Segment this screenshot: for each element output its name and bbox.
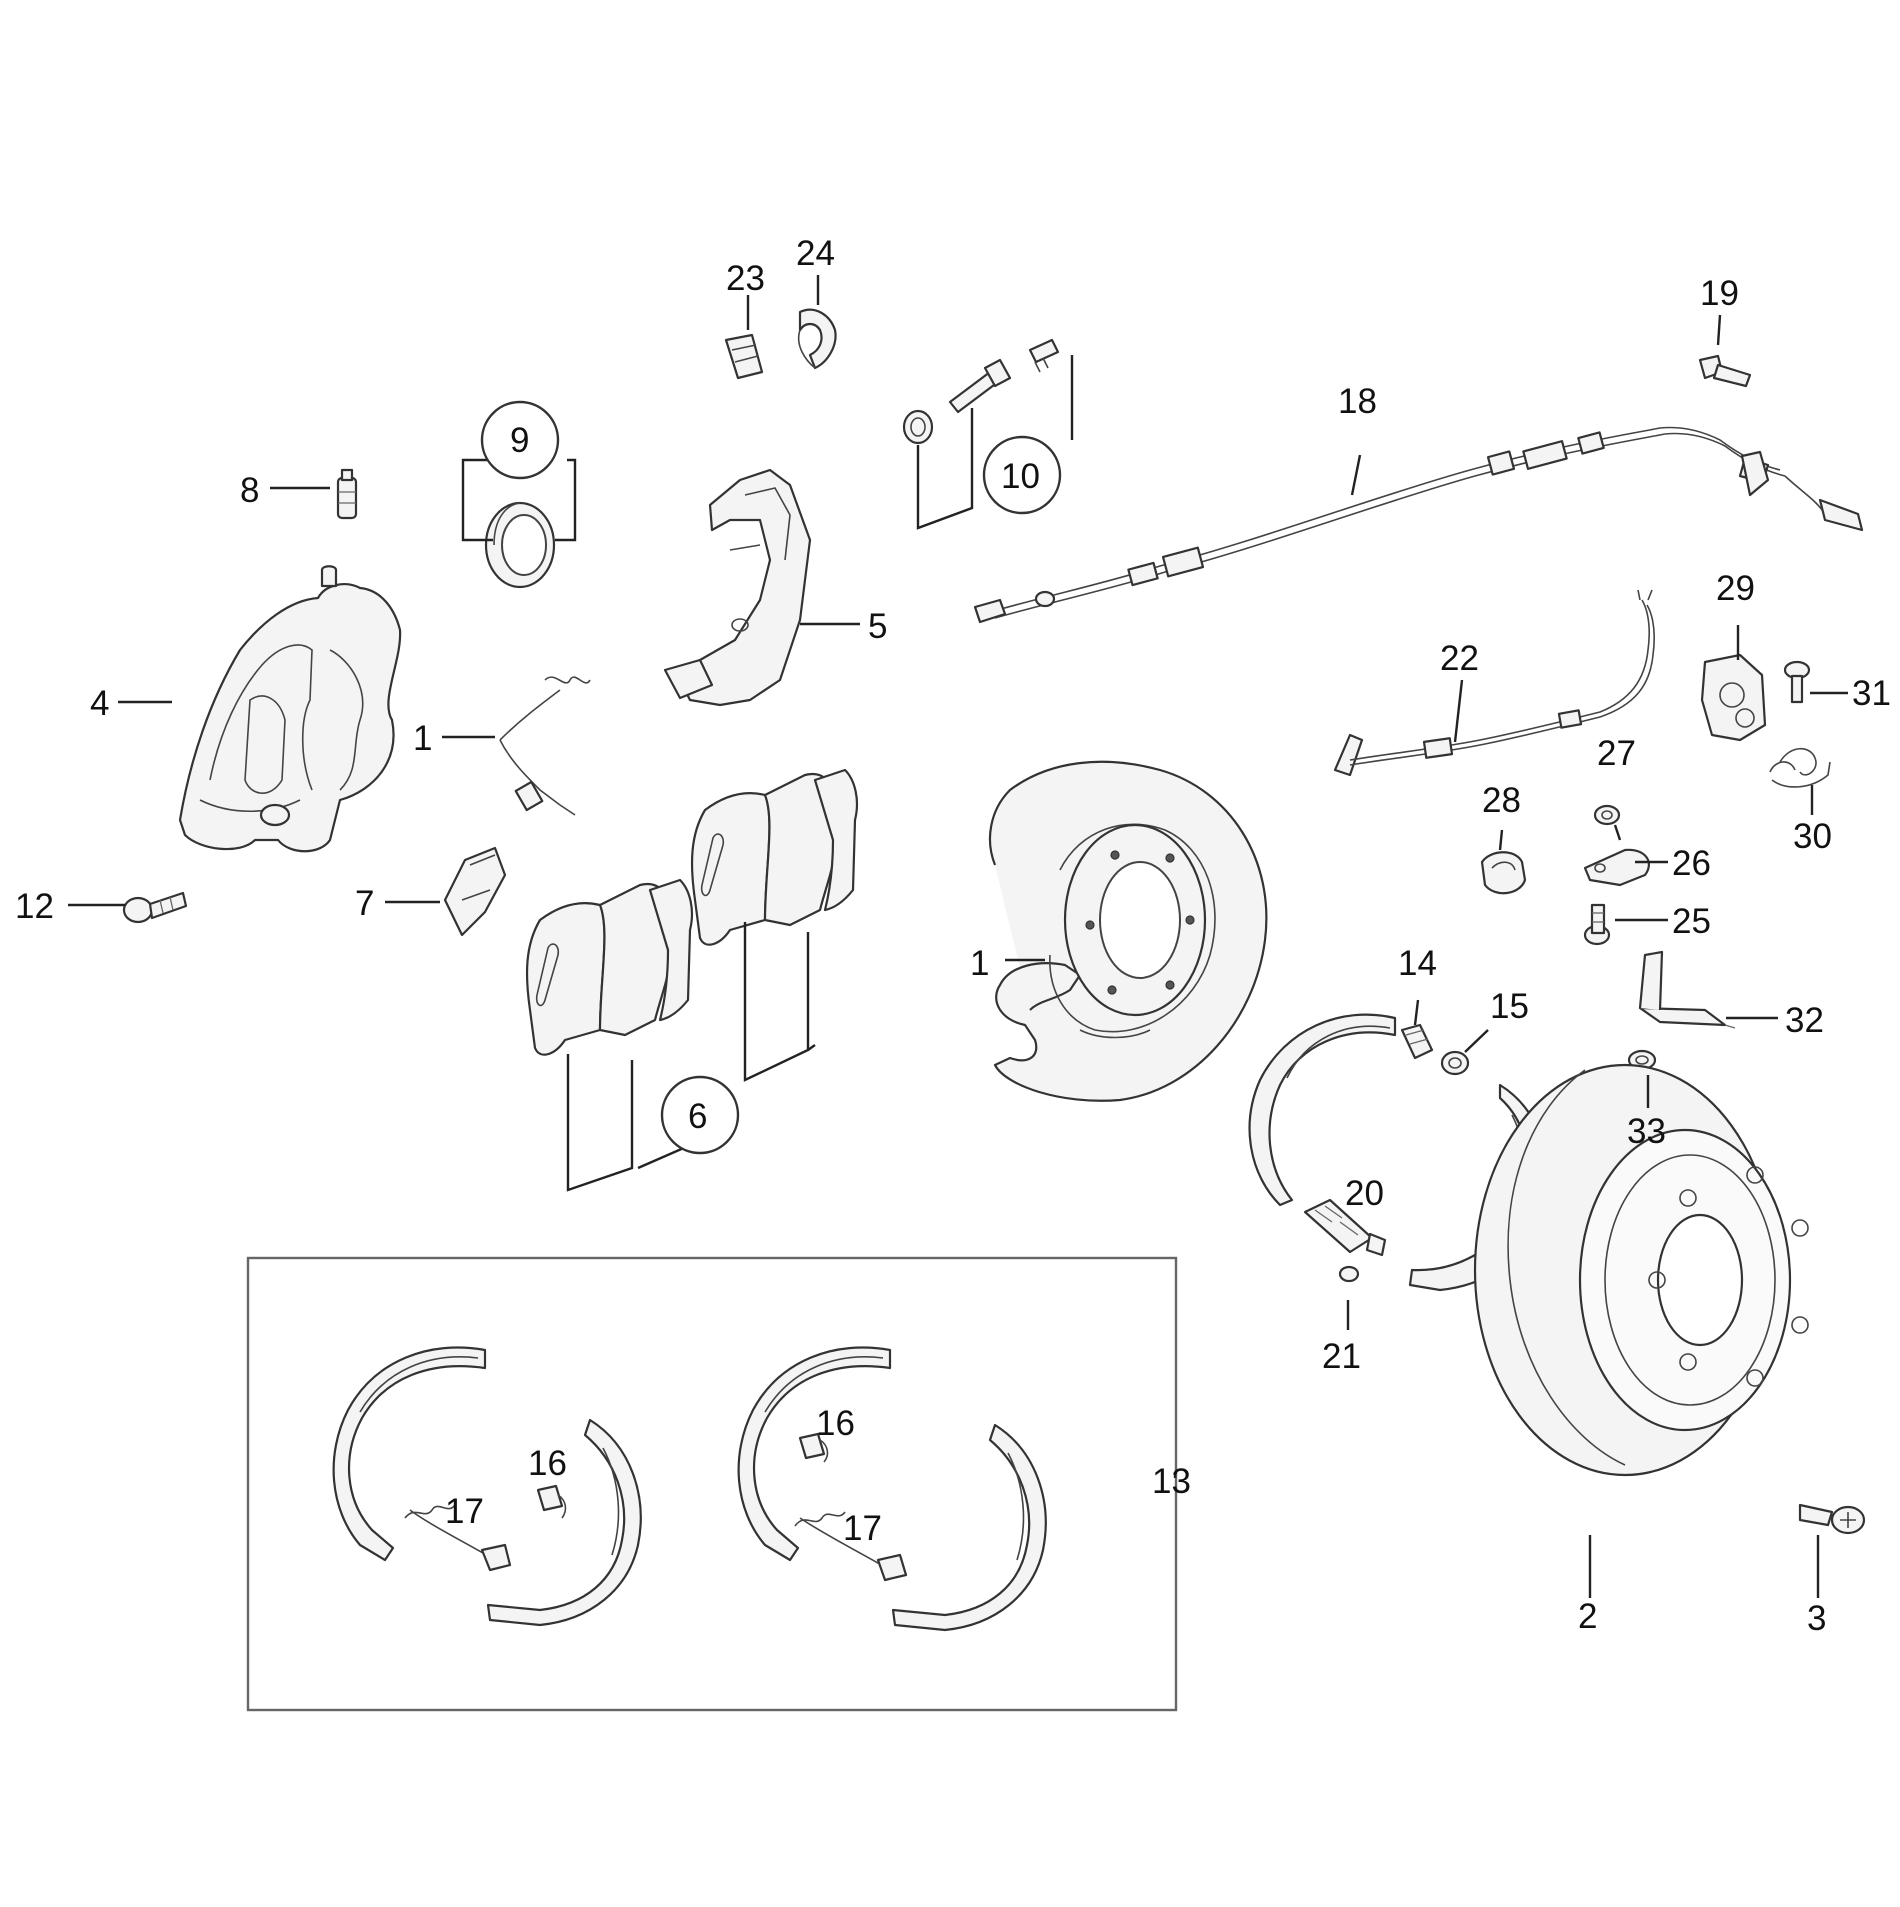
adjuster-nut-15-part: [1440, 1050, 1470, 1076]
kit-shoe-1-part: [332, 1346, 487, 1562]
leader-lines: [68, 275, 1848, 1598]
kit-spring-16a-part: [536, 1484, 567, 1519]
callout-19: 19: [1700, 274, 1739, 313]
bolt-31-part: [1783, 660, 1811, 704]
callout-13: 13: [1152, 1462, 1191, 1501]
callout-7: 7: [355, 884, 374, 923]
callout-16b: 16: [816, 1404, 855, 1443]
brake-pads-left-part: [525, 878, 694, 1056]
parking-shoe-left-part: [1248, 1013, 1397, 1207]
kit-13-frame: [246, 1256, 1178, 1712]
callout-17b: 17: [843, 1509, 882, 1548]
clip-23-part: [724, 333, 764, 380]
dust-shield-part: [988, 760, 1268, 1102]
adjuster-spring-14-part: [1400, 1023, 1434, 1060]
anti-rattle-clip-part: [443, 846, 507, 937]
kit-shoe-4-part: [891, 1423, 1047, 1632]
callout-15: 15: [1490, 987, 1529, 1026]
callout-26: 26: [1672, 844, 1711, 883]
clip-30-part: [1769, 747, 1831, 788]
bleed-screw-part: [336, 468, 358, 520]
callout-8: 8: [240, 471, 259, 510]
callout-circle-10: [982, 435, 1062, 515]
seal-ring-part: [484, 501, 556, 589]
kit-spring-17a-part: [404, 1504, 512, 1572]
brake-pads-right-part: [690, 768, 859, 946]
callout-4: 4: [90, 684, 109, 723]
callout-12: 12: [15, 887, 54, 926]
callout-32: 32: [1785, 1001, 1824, 1040]
callout-1a: 1: [413, 719, 432, 758]
callout-5: 5: [868, 607, 887, 646]
callout-28: 28: [1482, 781, 1521, 820]
caliper-bolt-part: [122, 891, 188, 924]
disc-screw-part: [1798, 1503, 1866, 1535]
cable-bracket-bolt-part: [1698, 354, 1752, 388]
callout-9: 9: [510, 421, 529, 460]
callout-22: 22: [1440, 639, 1479, 678]
clip-24-part: [797, 308, 837, 370]
kit-spring-17b-part: [794, 1511, 908, 1582]
callout-30: 30: [1793, 817, 1832, 856]
callout-23: 23: [726, 259, 765, 298]
callout-31: 31: [1852, 674, 1891, 713]
slide-pin-kit-part: [902, 338, 1060, 445]
sensor-clip-28-part: [1480, 851, 1527, 895]
brake-disc-part: [1473, 1063, 1809, 1477]
callout-25: 25: [1672, 902, 1711, 941]
callout-18: 18: [1338, 382, 1377, 421]
callout-2: 2: [1578, 1597, 1597, 1636]
callout-20: 20: [1345, 1174, 1384, 1213]
callout-24: 24: [796, 234, 835, 273]
callout-33: 33: [1627, 1112, 1666, 1151]
callout-labels: 1 1 2 3 4 5 6 7 8 9 10 12 13 14 15 16 16…: [15, 234, 1891, 1638]
callout-circle-9: [480, 400, 560, 480]
parking-brake-cable-part: [973, 426, 1864, 624]
callout-10: 10: [1001, 457, 1040, 496]
bracket-32-part: [1638, 950, 1736, 1029]
spring-clip-part: [499, 676, 591, 816]
wear-sensor-part: [1333, 589, 1655, 777]
kit-shoe-3-part: [737, 1346, 892, 1562]
kit-shoe-2-part: [486, 1418, 642, 1627]
callout-1b: 1: [970, 944, 989, 983]
callout-circle-6: [660, 1075, 740, 1155]
adjuster-20-part: [1303, 1198, 1387, 1257]
callout-29: 29: [1716, 569, 1755, 608]
callout-6: 6: [688, 1097, 707, 1136]
callout-17a: 17: [445, 1492, 484, 1531]
callout-3: 3: [1807, 1599, 1826, 1638]
callout-21: 21: [1322, 1337, 1361, 1376]
clip-29-part: [1700, 653, 1767, 742]
callout-27: 27: [1597, 734, 1636, 773]
kit-spring-16b-part: [798, 1432, 829, 1463]
callout-14: 14: [1398, 944, 1437, 983]
caliper-carrier-part: [663, 468, 812, 707]
callout-16a: 16: [528, 1444, 567, 1483]
brake-caliper-part: [178, 565, 402, 853]
sensor-bracket-set-part: [1583, 804, 1650, 946]
washer-21-part: [1338, 1265, 1360, 1283]
